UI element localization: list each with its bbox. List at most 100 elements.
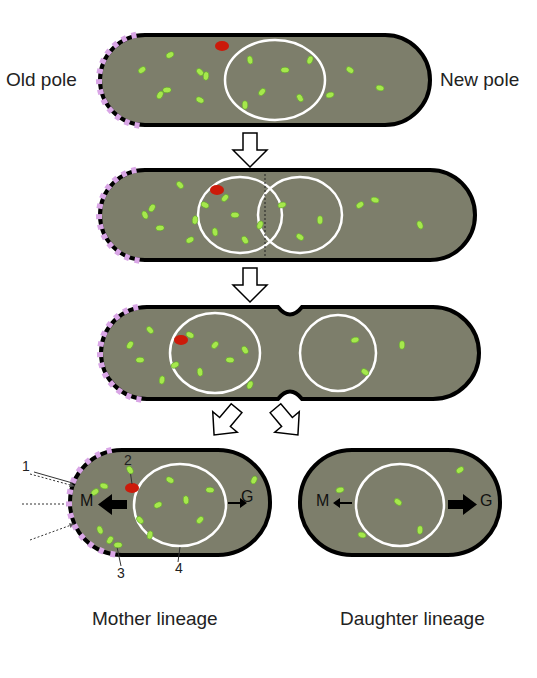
protein-spot bbox=[141, 210, 149, 220]
protein-spot bbox=[250, 475, 258, 485]
pole-mark bbox=[108, 448, 109, 454]
pole-mark bbox=[108, 108, 113, 112]
protein-spot bbox=[231, 212, 240, 218]
pole-mark bbox=[126, 255, 128, 261]
protein-spot bbox=[375, 84, 385, 92]
lineage-label: Mother lineage bbox=[92, 608, 218, 630]
pole-mark bbox=[106, 51, 111, 55]
pole-mark bbox=[124, 308, 127, 313]
protein-spot bbox=[242, 101, 248, 109]
lineage-label: Daughter lineage bbox=[340, 608, 485, 630]
pole-mark bbox=[116, 115, 120, 120]
callout-number: 3 bbox=[117, 565, 125, 581]
nucleoid bbox=[225, 40, 325, 120]
cell-body bbox=[100, 170, 475, 260]
protein-spot bbox=[137, 65, 147, 75]
process-letter: M bbox=[316, 492, 329, 510]
pole-mark bbox=[97, 71, 103, 72]
protein-spot bbox=[256, 220, 264, 230]
pole-label: Old pole bbox=[6, 69, 77, 91]
callout-number: 4 bbox=[175, 560, 183, 576]
protein-spot bbox=[345, 65, 355, 74]
protein-spots bbox=[90, 51, 465, 549]
protein-spot bbox=[203, 71, 210, 80]
pole-mark bbox=[86, 459, 90, 464]
protein-spot bbox=[96, 525, 104, 535]
protein-spot bbox=[455, 465, 465, 474]
pole-mark bbox=[71, 479, 76, 481]
protein-spot bbox=[162, 87, 171, 94]
protein-spot bbox=[240, 345, 249, 355]
pole-mark bbox=[98, 226, 104, 228]
protein-spot bbox=[200, 201, 210, 210]
process-letter: M bbox=[80, 492, 93, 510]
pole-label: New pole bbox=[440, 69, 519, 91]
pole-mark bbox=[123, 171, 126, 176]
protein-spot bbox=[257, 87, 267, 97]
pole-mark bbox=[96, 79, 102, 84]
pole-mark bbox=[97, 452, 100, 457]
cell: MG bbox=[300, 450, 500, 555]
pole-mark bbox=[106, 186, 111, 190]
leader-line bbox=[34, 472, 76, 484]
dividing-cell bbox=[101, 307, 479, 399]
pole-mark bbox=[116, 250, 120, 255]
pole-mark bbox=[126, 120, 128, 126]
pole-mark bbox=[114, 177, 118, 182]
pole-mark bbox=[127, 394, 129, 400]
leader-line bbox=[178, 547, 180, 562]
protein-spot bbox=[158, 375, 165, 384]
protein-spot bbox=[399, 341, 405, 349]
pole-mark bbox=[67, 491, 73, 492]
protein-spot bbox=[165, 51, 175, 60]
protein-spot bbox=[246, 55, 253, 64]
pole-mark bbox=[101, 333, 106, 335]
pole-mark bbox=[114, 42, 118, 47]
protein-spot bbox=[240, 235, 249, 245]
protein-spot bbox=[114, 542, 123, 548]
pole-mark bbox=[118, 389, 122, 394]
protein-spot bbox=[147, 203, 156, 213]
pole-mark bbox=[123, 36, 126, 41]
protein-spot bbox=[370, 196, 380, 204]
pole-mark bbox=[133, 167, 134, 173]
protein-spot bbox=[335, 486, 345, 493]
pole-mark bbox=[107, 323, 112, 327]
nucleoid bbox=[300, 315, 376, 391]
protein-spot bbox=[175, 180, 185, 190]
protein-spot bbox=[317, 216, 323, 224]
nucleoid bbox=[170, 313, 260, 393]
leader-line bbox=[30, 474, 74, 486]
red-aggregate bbox=[125, 483, 139, 493]
red-aggregate bbox=[210, 185, 224, 195]
pole-mark bbox=[98, 91, 104, 93]
protein-spot bbox=[357, 531, 367, 539]
protein-spot bbox=[393, 497, 403, 507]
protein-spot bbox=[281, 67, 290, 73]
pole-mark bbox=[100, 548, 102, 554]
pole-mark bbox=[136, 257, 137, 263]
protein-spot bbox=[195, 515, 205, 525]
protein-spot bbox=[105, 535, 114, 545]
protein-spot bbox=[416, 220, 424, 230]
hollow-arrow bbox=[233, 133, 267, 167]
hollow-arrow bbox=[202, 398, 249, 445]
cell-body bbox=[100, 35, 430, 125]
protein-spot bbox=[205, 487, 214, 494]
pole-mark bbox=[102, 100, 107, 103]
pole-mark bbox=[102, 235, 107, 238]
hollow-arrow bbox=[233, 268, 267, 302]
big-arrow bbox=[98, 494, 127, 515]
callout-number: 1 bbox=[22, 458, 30, 474]
pole-mark bbox=[89, 542, 93, 547]
pole-mark bbox=[97, 352, 103, 357]
protein-spot bbox=[185, 331, 195, 340]
nucleoid bbox=[258, 177, 342, 253]
pole-mark bbox=[77, 468, 82, 472]
protein-spot bbox=[165, 476, 175, 485]
pole-mark bbox=[98, 343, 104, 344]
leader-line bbox=[22, 504, 70, 505]
small-arrow bbox=[333, 498, 352, 508]
red-aggregate bbox=[174, 335, 188, 345]
